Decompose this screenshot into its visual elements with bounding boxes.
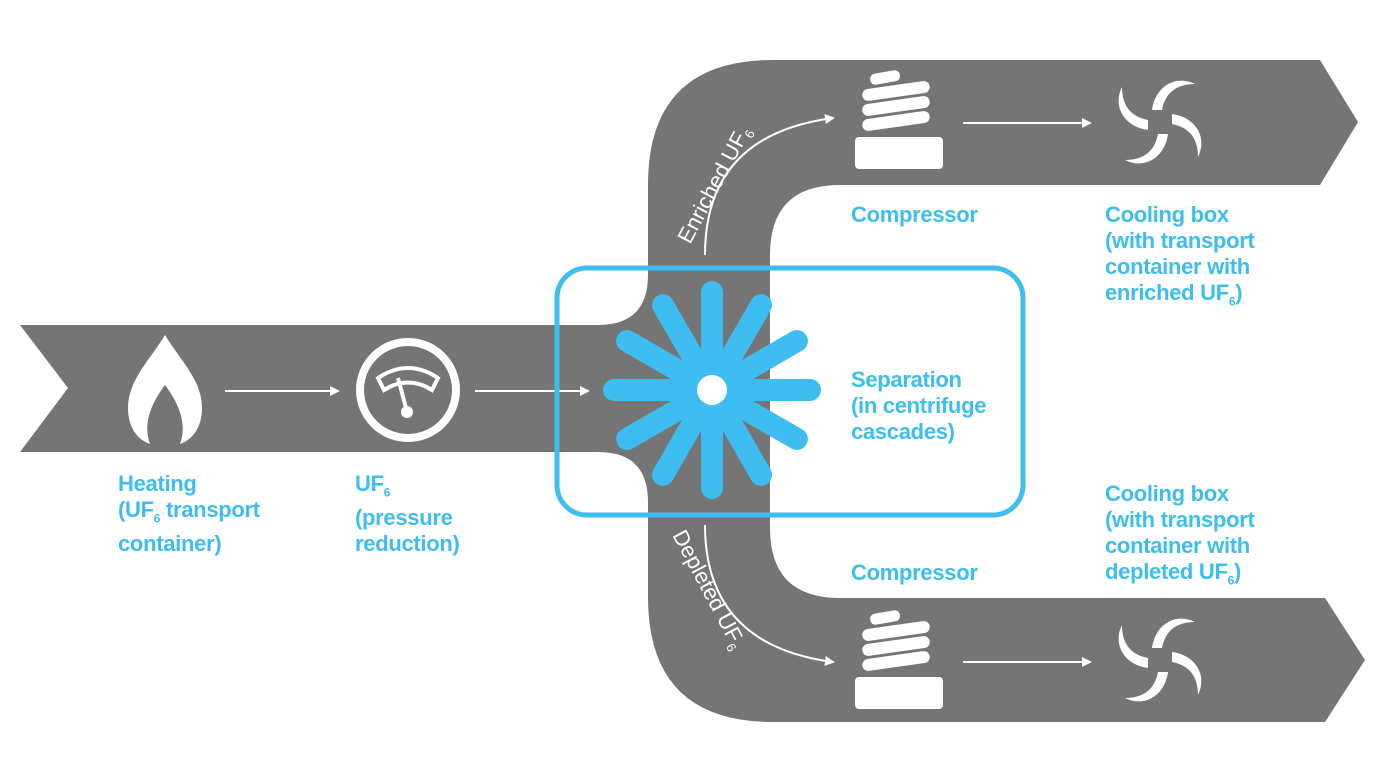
compressor-icon-bottom xyxy=(855,610,943,709)
cooling-bottom-label: Cooling box (with transport container wi… xyxy=(1105,481,1255,588)
centrifuge-spoke xyxy=(726,330,808,386)
cooling-fan-icon-top xyxy=(1118,80,1202,164)
centrifuge-spoke xyxy=(652,294,708,376)
separation-highlight xyxy=(554,265,1026,518)
centrifuge-hub xyxy=(697,375,727,405)
compressor-icon-top xyxy=(855,70,943,169)
centrifuge-spoke xyxy=(726,394,808,450)
cooling-top-label: Cooling box (with transport container wi… xyxy=(1105,202,1255,309)
flame-icon xyxy=(128,335,202,444)
centrifuge-spoke xyxy=(616,330,698,386)
flow-arrows xyxy=(225,114,1092,667)
compressor-top-label: Compressor xyxy=(851,202,978,227)
heating-label: Heating (UF6 transport container) xyxy=(118,471,260,557)
centrifuge-icon xyxy=(603,281,821,499)
gauge-icon xyxy=(356,338,460,442)
centrifuge-spoke xyxy=(716,294,772,376)
separation-label: Separation (in centrifuge cascades) xyxy=(851,367,987,444)
centrifuge-spoke xyxy=(616,394,698,450)
pressure-label: UF6 (pressure reduction) xyxy=(355,471,460,557)
centrifuge-spoke xyxy=(652,404,708,486)
compressor-bottom-label: Compressor xyxy=(851,560,978,585)
centrifuge-spoke xyxy=(716,404,772,486)
cooling-fan-icon-bottom xyxy=(1118,618,1202,702)
